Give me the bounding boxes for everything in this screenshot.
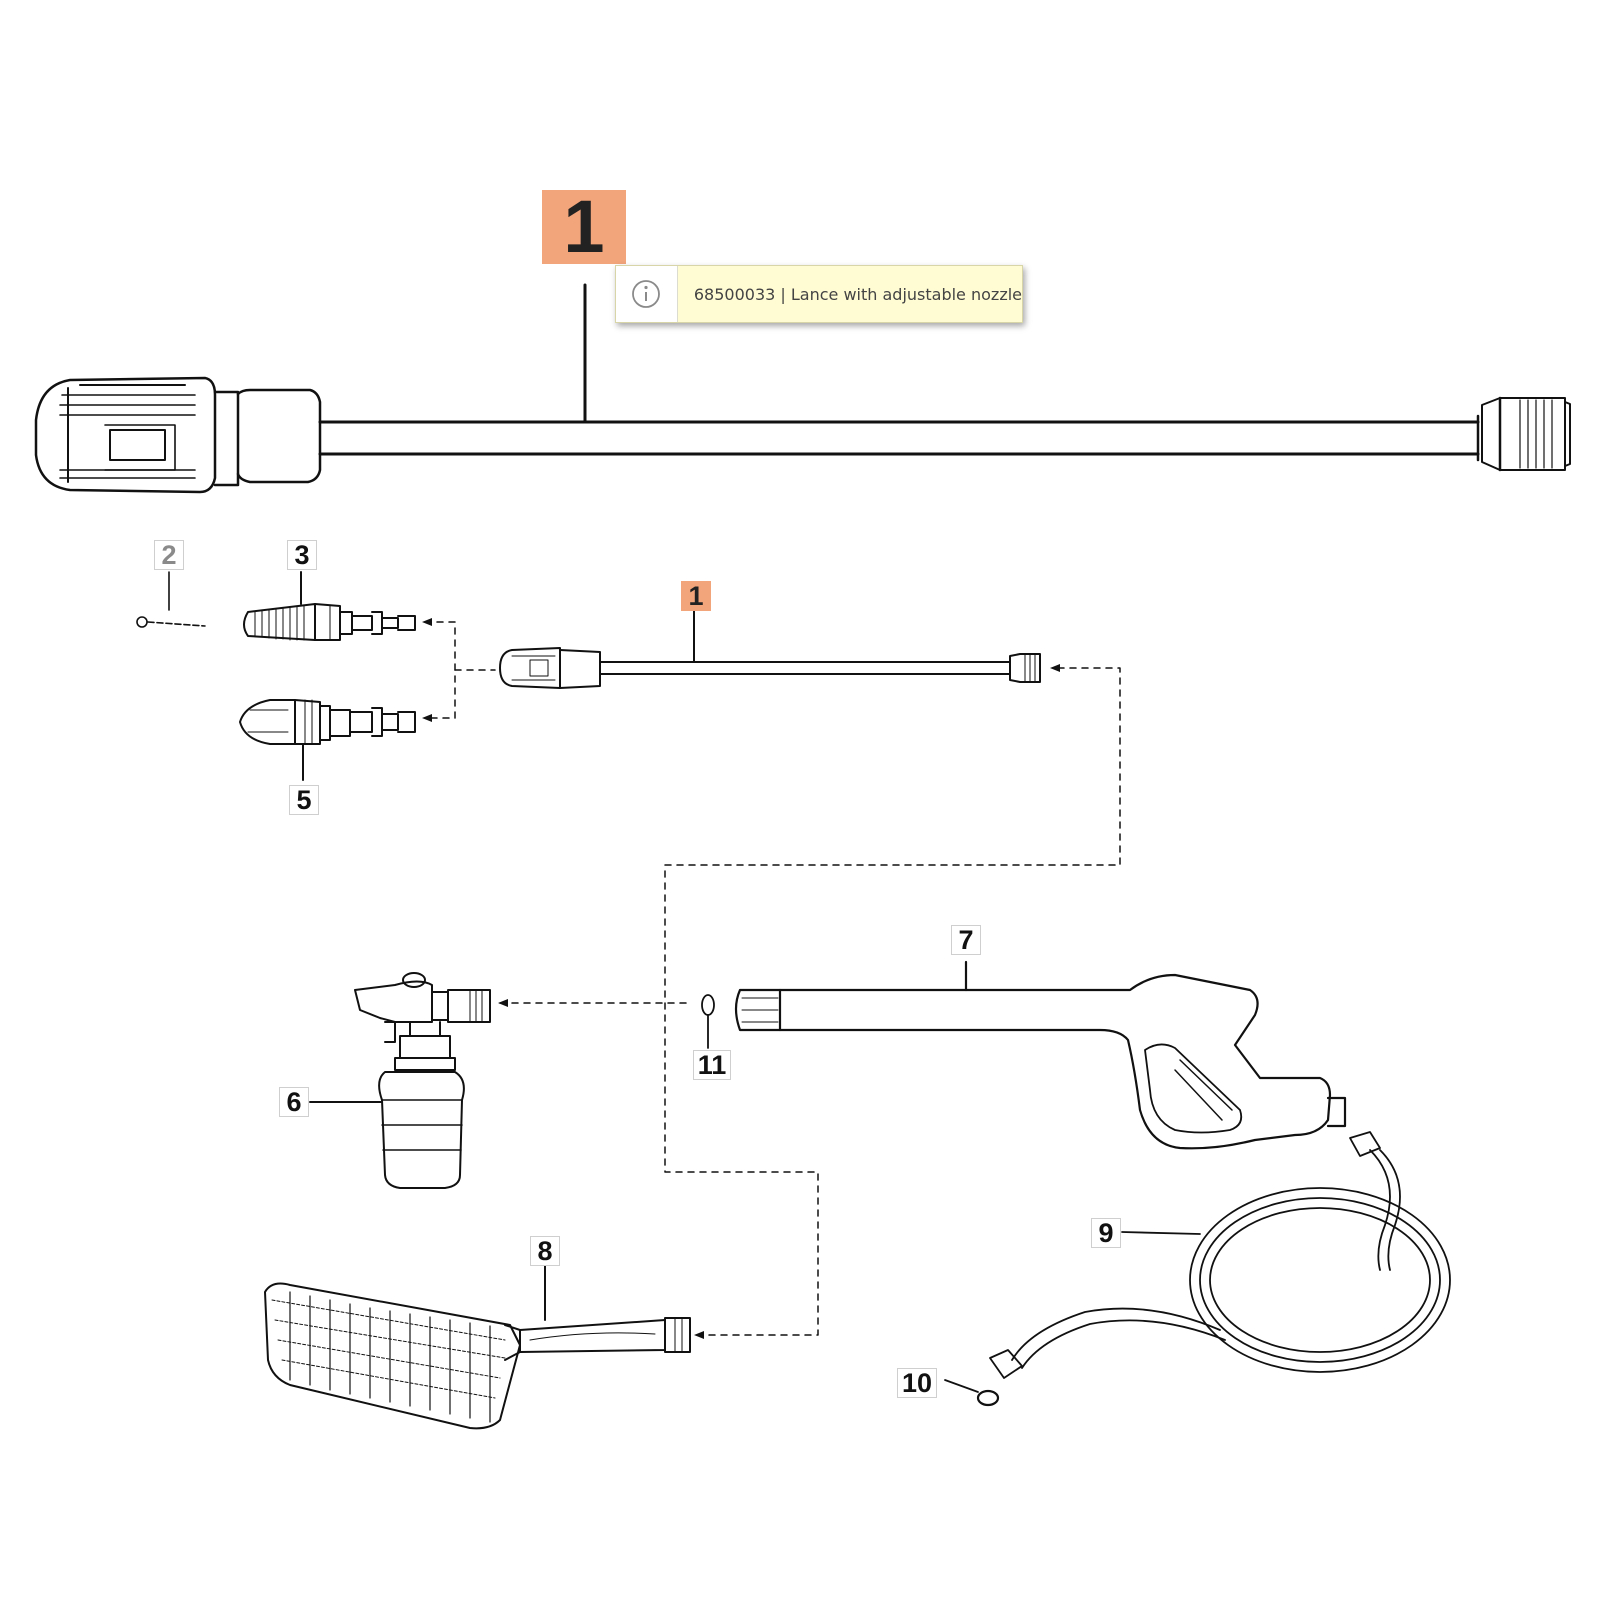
part-6-foam-bottle[interactable] [309,972,491,1189]
part-7-trigger-gun[interactable] [734,960,1347,1150]
callout-9[interactable]: 9 [1091,1218,1121,1248]
callout-7[interactable]: 7 [951,925,981,955]
part-11-oring[interactable] [701,994,715,1049]
part-3-adjustable-nozzle[interactable] [243,571,416,641]
connector-dashes-nozzles [424,621,1121,1336]
lance-small[interactable] [499,609,1041,689]
part-2-pin[interactable] [136,571,206,628]
arrowheads [422,618,1060,1339]
callout-10[interactable]: 10 [897,1368,937,1398]
tooltip-part-number: 68500033 [693,284,776,304]
tooltip-description: Lance with adjustable nozzle [790,284,1022,304]
part-8-brush[interactable] [264,1262,691,1430]
lance-enlarged[interactable] [34,283,1571,494]
part-5-turbo-nozzle[interactable] [239,699,416,781]
tooltip-separator: | [775,284,791,304]
callout-3[interactable]: 3 [287,540,317,570]
callout-1-highlighted[interactable]: 1 [542,190,626,264]
part-tooltip: 68500033 | Lance with adjustable nozzle [615,265,1023,323]
part-10-washer[interactable] [944,1379,1000,1407]
tooltip-text: 68500033 | Lance with adjustable nozzle [678,285,1022,304]
part-9-hose[interactable] [989,1131,1451,1379]
callout-11[interactable]: 11 [693,1050,731,1080]
info-icon [616,266,678,322]
callout-5[interactable]: 5 [289,785,319,815]
callout-2[interactable]: 2 [154,540,184,570]
callout-8[interactable]: 8 [530,1236,560,1266]
callout-6[interactable]: 6 [279,1087,309,1117]
callout-1-small[interactable]: 1 [681,581,711,611]
